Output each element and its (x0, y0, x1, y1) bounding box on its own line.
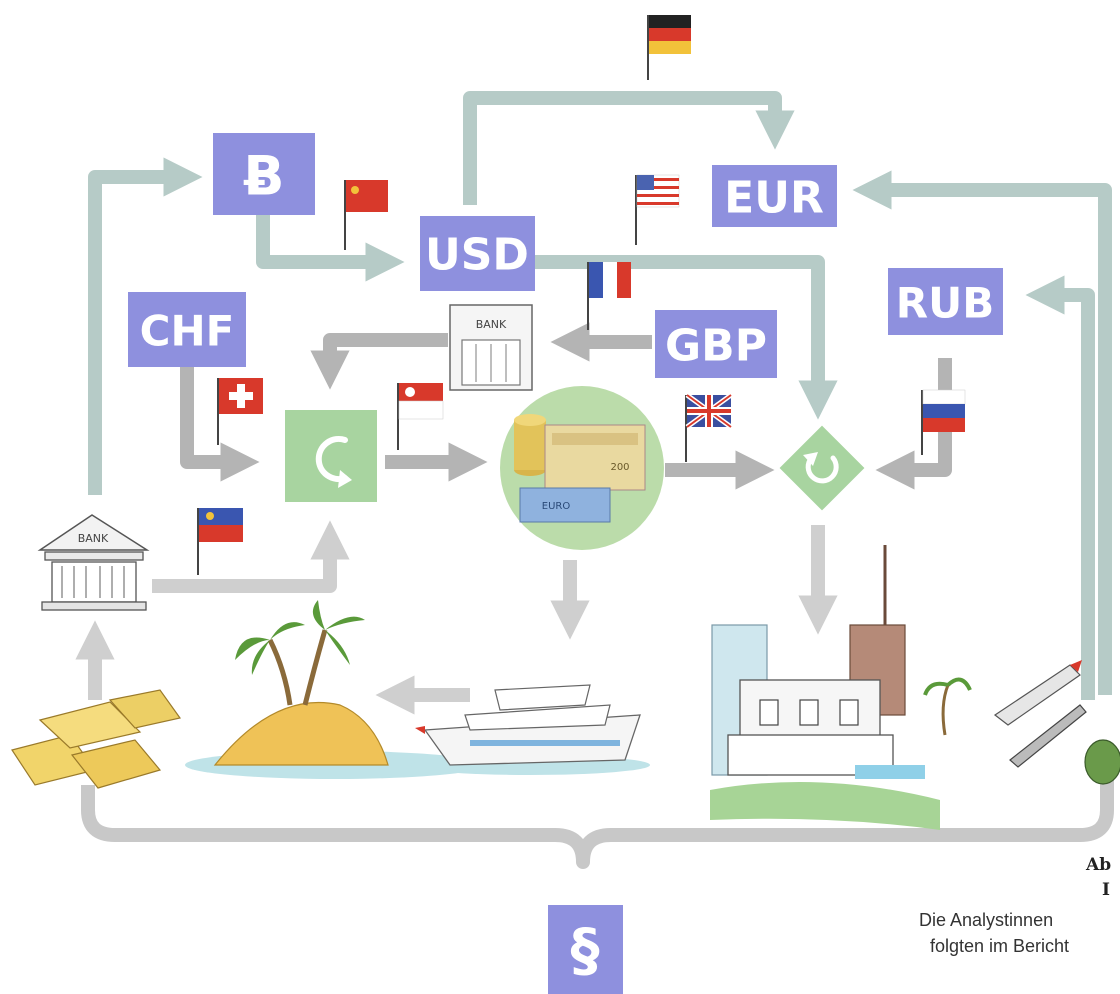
bank-to-exchange-arrow (310, 333, 448, 390)
france-flag (587, 262, 631, 330)
caption-heading-line-2: I (1102, 880, 1110, 900)
bank-to-bitcoin-arrow (88, 157, 203, 495)
caption-heading-line-1: Ab (1086, 855, 1112, 875)
svg-text:200: 200 (610, 462, 629, 473)
yacht-illustration (410, 684, 650, 775)
china-flag (344, 180, 388, 250)
currency-eur: EUR (712, 165, 837, 227)
flags (197, 15, 966, 575)
bitcoin-to-usd-arrow (256, 215, 405, 282)
chf-label: CHF (140, 307, 235, 356)
weapons-to-eur-arrow (852, 170, 1112, 695)
svg-text:BANK: BANK (476, 318, 507, 331)
currency-usd: USD (420, 216, 535, 291)
light-flow-arrows (75, 520, 838, 715)
exchange-box (285, 410, 377, 502)
svg-text:BANK: BANK (78, 532, 109, 545)
svg-text:EURO: EURO (542, 501, 571, 512)
bank-building-left: BANK (37, 514, 150, 611)
bitcoin-symbol: Ƀ (243, 145, 284, 208)
russia-flag (921, 389, 966, 455)
gbp-label: GBP (665, 321, 767, 372)
uk-flag (685, 392, 733, 462)
exchange-diamond (779, 425, 865, 511)
currency-rub: RUB (888, 268, 1003, 335)
banknote-stack: 200 EURO (519, 424, 646, 523)
bank-to-exchange-lower-arrow (152, 520, 350, 593)
germany-flag (647, 15, 691, 80)
cash-bundle-illustration: 200 EURO (500, 386, 664, 550)
currency-chf: CHF (128, 292, 246, 367)
currency-bitcoin: Ƀ (213, 133, 315, 215)
rub-label: RUB (896, 279, 994, 328)
caption-text-line-2: folgten im Bericht (930, 936, 1070, 956)
bank-building-center: BANK (449, 304, 533, 391)
weapons-to-rub-arrow (1025, 275, 1095, 700)
paragraph-symbol: § (571, 916, 600, 984)
usd-to-eur-arrow (463, 91, 795, 205)
refresh-icon (805, 455, 839, 484)
switzerland-flag (217, 378, 263, 445)
eur-label: EUR (724, 173, 824, 224)
villa-illustration (710, 545, 972, 830)
singapore-flag (397, 383, 444, 450)
currency-gbp: GBP (655, 310, 777, 378)
usa-flag (635, 174, 680, 245)
liechtenstein-flag (197, 508, 243, 575)
usd-label: USD (425, 230, 529, 281)
chf-to-exchange-arrow (180, 365, 260, 482)
weapons-illustration (993, 660, 1120, 785)
gold-bars-illustration (11, 689, 182, 789)
coin-stack (514, 414, 546, 476)
refresh-icon (315, 436, 348, 482)
legal-paragraph: § (548, 905, 623, 994)
legal-bracket (81, 780, 1114, 869)
caption-text-line-1: Die Analystinnen (919, 910, 1054, 930)
palm-island-illustration (185, 600, 485, 779)
